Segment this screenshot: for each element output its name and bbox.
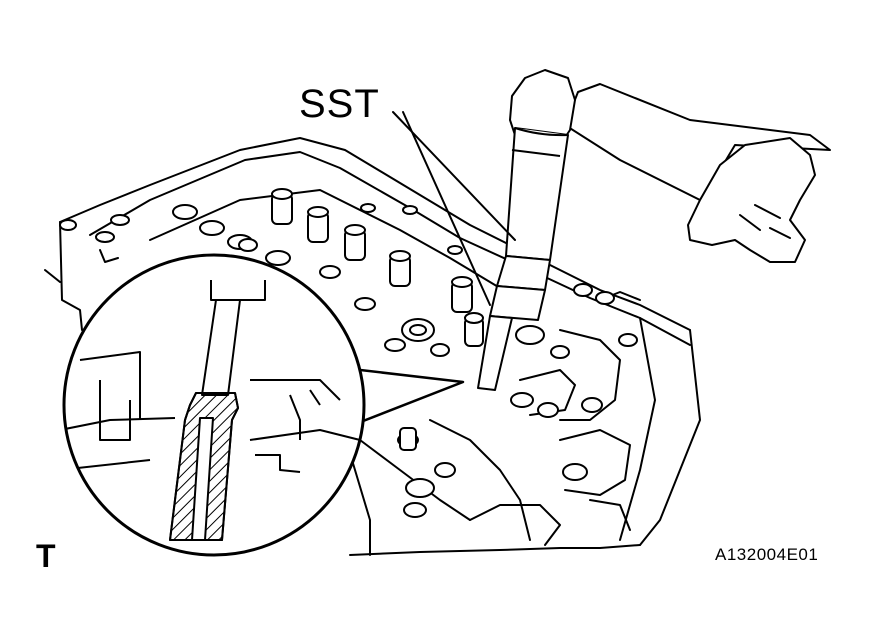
- valve-guides: [59, 188, 638, 518]
- valve-guide-driver-sst: [477, 127, 569, 391]
- hand: [509, 69, 831, 263]
- sst-callout-label: SST: [299, 82, 380, 126]
- magnified-detail: [62, 253, 465, 557]
- sst-leader-lines: [392, 111, 516, 306]
- figure-id: A132004E01: [715, 545, 819, 564]
- view-mark: T: [36, 538, 56, 574]
